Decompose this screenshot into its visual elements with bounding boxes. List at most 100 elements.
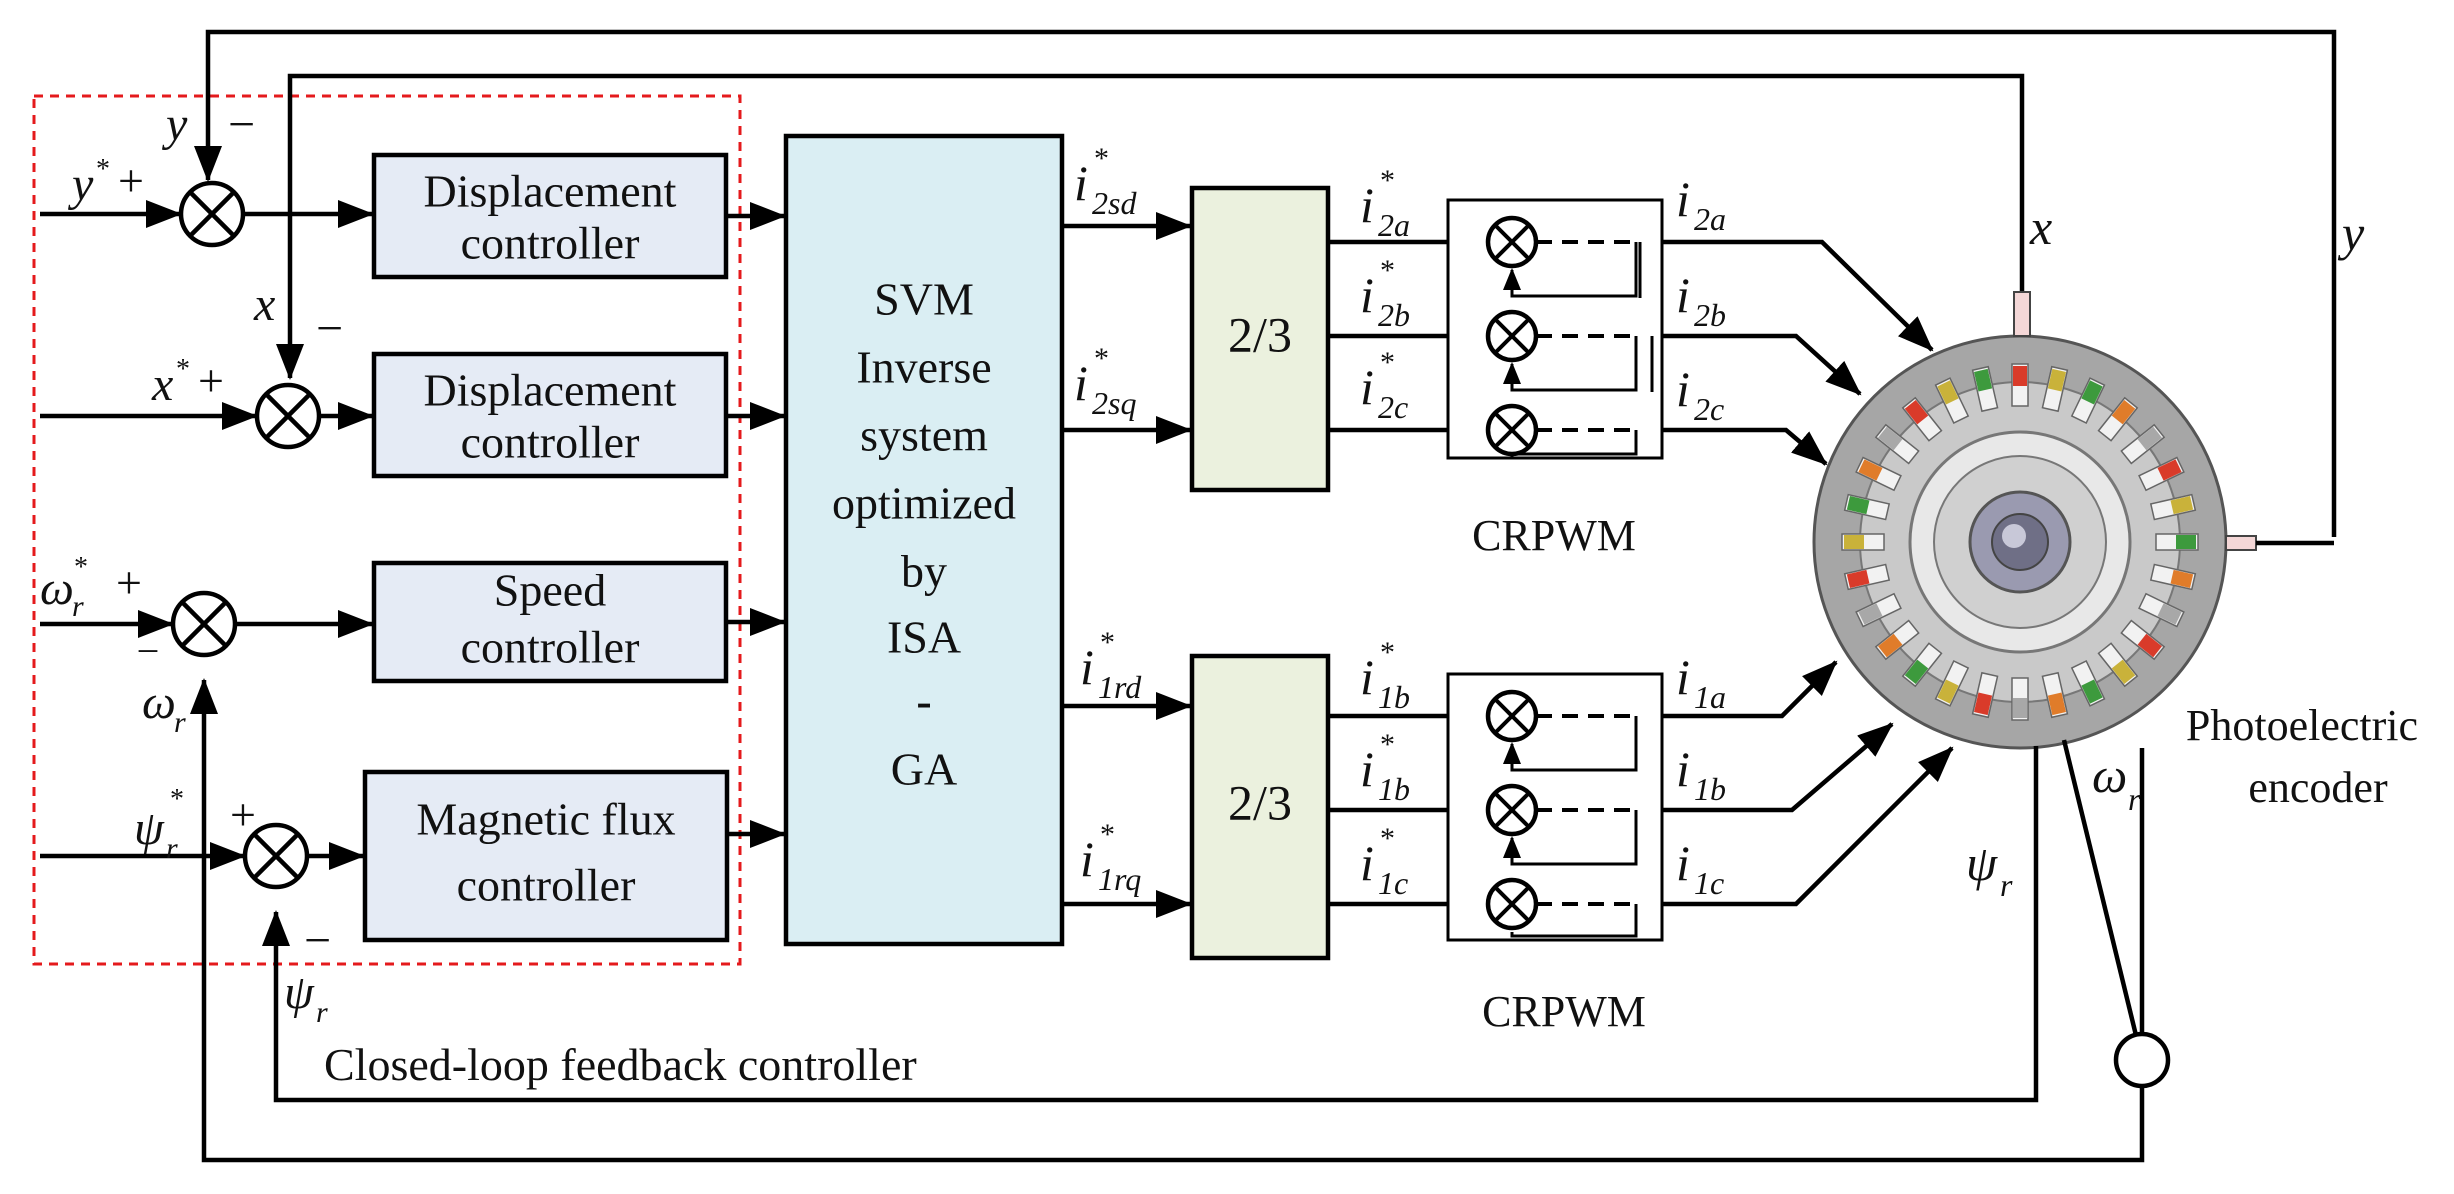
label-i2a-ref: i	[1360, 177, 1374, 233]
label-i2b-ref-sub: 2b	[1378, 297, 1410, 333]
sign-plus-omega: +	[116, 557, 142, 608]
sign-plus-y: +	[118, 155, 144, 206]
omega-feedback-line	[190, 678, 2145, 1163]
svm-inverse-system-block: SVM Inverse system optimized by ISA - GA	[783, 133, 1065, 947]
sum-junction-y	[178, 180, 246, 248]
stator-slot	[2149, 563, 2197, 591]
label-omega-motor: ω	[2092, 747, 2127, 803]
sum-junction-omega	[170, 590, 238, 658]
label-i2sd: i	[1074, 155, 1088, 211]
label-y-ref: y	[67, 158, 94, 211]
label-omega-ref: ω	[40, 562, 74, 615]
transform-2-3-top-label: 2/3	[1228, 306, 1292, 362]
stator-slot	[2070, 377, 2106, 424]
stator-slot	[1874, 423, 1920, 465]
stator-slot	[1855, 456, 1902, 492]
label-i1rd-sub: 1rd	[1098, 669, 1142, 705]
photoelectric-encoder-icon	[2113, 1031, 2171, 1089]
label-i1b-ref-2-star: *	[1380, 728, 1395, 761]
encoder-caption-line2: encoder	[2248, 763, 2388, 812]
encoder-link	[2061, 739, 2145, 1061]
label-i1a: i	[1676, 649, 1690, 705]
svm-line-1: SVM	[874, 274, 974, 325]
psi-feedback-line	[262, 746, 2039, 1103]
label-i1b-ref-1-sub: 1b	[1378, 679, 1410, 715]
label-i1rq-sub: 1rq	[1098, 861, 1141, 897]
motor-cross-section-icon	[1812, 334, 2228, 750]
label-i2a: i	[1676, 171, 1690, 227]
sign-plus-psi: +	[230, 789, 256, 840]
label-i1c-ref-star: *	[1380, 822, 1395, 855]
magnetic-flux-controller-line2: controller	[457, 860, 636, 911]
label-omega-ref-star: *	[74, 552, 88, 583]
label-i2sd-sub: 2sd	[1092, 185, 1137, 221]
x-sensor-tab	[2013, 291, 2031, 337]
stator-slot	[1874, 619, 1920, 661]
label-i1b-ref-2: i	[1360, 741, 1374, 797]
label-i1a-sub: 1a	[1694, 679, 1726, 715]
label-i2sq: i	[1074, 355, 1088, 411]
label-x-ref-star: *	[176, 354, 190, 385]
label-i2c-ref: i	[1360, 359, 1374, 415]
i2b-line	[1662, 333, 1862, 396]
i2a-line	[1662, 239, 1934, 352]
label-omega-motor-sub: r	[2128, 781, 2141, 817]
label-psi-ref: ψ	[134, 802, 165, 855]
label-i2a-sub: 2a	[1694, 201, 1726, 237]
label-i2c-ref-star: *	[1380, 346, 1395, 379]
label-omega-feedback-bar: ‾	[138, 646, 158, 699]
magnetic-flux-controller-line1: Magnetic flux	[416, 794, 675, 845]
stator-slot	[2138, 456, 2185, 492]
label-i2sd-star: *	[1094, 142, 1109, 175]
speed-controller: Speed controller	[371, 560, 729, 684]
label-i1c-sub: 1c	[1694, 865, 1724, 901]
label-i2b-sub: 2b	[1694, 297, 1726, 333]
stator-slot	[1843, 493, 1891, 521]
label-i2c-sub: 2c	[1694, 391, 1724, 427]
stator-slot	[1971, 671, 1999, 719]
stator-slot	[2070, 660, 2106, 707]
closed-loop-caption: Closed-loop feedback controller	[324, 1039, 917, 1090]
label-psi-ref-sub: r	[166, 832, 178, 865]
label-psi-feedback: ψ	[284, 966, 315, 1019]
stator-slot	[2011, 363, 2029, 407]
stator-slot	[1841, 533, 1885, 551]
svm-line-6: ISA	[887, 612, 961, 663]
transform-2-3-bottom: 2/3	[1189, 653, 1331, 961]
sign-minus-psi: −	[304, 914, 331, 967]
displacement-controller-x: Displacement controller	[371, 351, 729, 479]
label-i1c-ref: i	[1360, 835, 1374, 891]
stator-slot	[2041, 671, 2069, 719]
x-feedback-line	[276, 73, 2025, 380]
crpwm-bottom-block	[1446, 672, 1664, 942]
label-y-ref-star: *	[96, 154, 110, 185]
displacement-controller-y-line2: controller	[461, 218, 640, 269]
label-i2b-ref: i	[1360, 267, 1374, 323]
label-i1rq: i	[1080, 831, 1094, 887]
label-x-ref: x	[151, 358, 173, 411]
sign-minus-x: −	[316, 302, 343, 355]
label-i2sq-sub: 2sq	[1092, 385, 1136, 421]
label-psi-motor: ψ	[1966, 835, 1998, 891]
i1c-line	[1662, 746, 1954, 907]
displacement-controller-x-line2: controller	[461, 417, 640, 468]
label-i2b-ref-star: *	[1380, 254, 1395, 287]
i1a-line	[1662, 660, 1838, 719]
label-omega-feedback-sub: r	[174, 706, 186, 739]
stator-slot	[2149, 493, 2197, 521]
label-omega-feedback: ω	[142, 676, 176, 729]
transform-2-3-bottom-label: 2/3	[1228, 774, 1292, 830]
label-i2c: i	[1676, 361, 1690, 417]
stator-slot	[1843, 563, 1891, 591]
sum-junction-x	[254, 382, 322, 450]
stator-slot	[2097, 642, 2139, 688]
label-i1c: i	[1676, 835, 1690, 891]
label-x-sensor: x	[2029, 199, 2052, 255]
label-i1c-ref-sub: 1c	[1378, 865, 1408, 901]
stator-slot	[2011, 677, 2029, 721]
magnetic-flux-controller: Magnetic flux controller	[362, 769, 730, 943]
closed-loop-controller-frame	[32, 94, 742, 966]
label-i2a-ref-sub: 2a	[1378, 207, 1410, 243]
label-i2a-ref-star: *	[1380, 164, 1395, 197]
